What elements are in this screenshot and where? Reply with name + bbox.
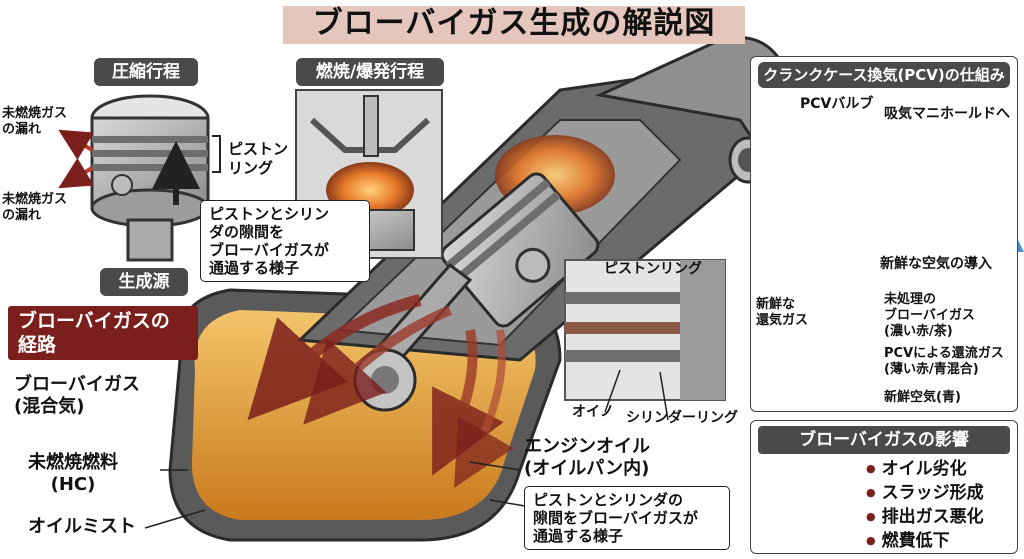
- compression-piston: [58, 94, 210, 262]
- oil-mist-label: オイルミスト: [28, 516, 136, 537]
- impact-title: ブローバイガスの影響: [758, 426, 1010, 454]
- pcv-legend-air: 新鮮空気(青): [884, 390, 961, 405]
- cylinder-ring-label: シリンダーリング: [626, 410, 738, 426]
- compression-leak-bottom: 未燃焼ガス の漏れ: [2, 192, 68, 223]
- pcv-valve-label: PCVバルブ: [800, 96, 874, 112]
- unburned-fuel-label: 未燃焼燃料 (HC): [28, 452, 118, 495]
- piston-ring-label: ピストンリング: [604, 261, 702, 277]
- to-manifold-label: 吸気マニホールドへ: [884, 106, 1010, 122]
- impact-item: 燃費低下: [866, 530, 984, 554]
- ring-detail-art: [564, 259, 726, 401]
- impact-item: 排出ガス悪化: [866, 506, 984, 530]
- fresh-air-intake-label: 新鮮な空気の導入: [880, 256, 992, 272]
- compression-leak-top: 未燃焼ガス の漏れ: [2, 106, 68, 137]
- title-band: [283, 6, 745, 44]
- compression-ring-label: ピストン リング: [228, 140, 289, 177]
- blowby-mix-label: ブローバイガス (混合気): [14, 374, 140, 417]
- pcv-legend-untreated: 未処理の ブローバイガス (濃い赤/茶): [884, 292, 975, 339]
- impact-list: オイル劣化 スラッジ形成 排出ガス悪化 燃費低下: [866, 458, 984, 554]
- pcv-legend-fresh: 新鮮な 還気ガス: [756, 297, 809, 328]
- blowby-arrow-2: [303, 305, 452, 425]
- callout-gap-bottom: ピストンとシリンダの 隙間をブローバイガスが 通過する様子: [524, 486, 730, 550]
- pcv-panel: [750, 56, 1018, 412]
- combustion-title: 燃焼/爆発行程: [296, 58, 444, 86]
- blowby-arrow-1: [247, 294, 422, 421]
- impact-item: オイル劣化: [866, 458, 984, 482]
- pcv-title: クランクケース換気(PCV)の仕組み: [758, 62, 1010, 88]
- engine-oil-label: エンジンオイル (オイルパン内): [524, 436, 650, 479]
- source-label: 生成源: [100, 268, 188, 296]
- compression-title: 圧縮行程: [94, 58, 198, 86]
- page-title: ブローバイガス生成の解説図: [312, 6, 716, 41]
- blowby-arrow-4: [454, 329, 514, 488]
- callout-gap-top: ピストンとシリン ダの隙間を ブローバイガスが 通過する様子: [200, 200, 370, 282]
- oino-label: オイノ: [572, 404, 614, 420]
- blowby-route-label: ブローバイガスの 経路: [8, 306, 198, 360]
- impact-item: スラッジ形成: [866, 482, 984, 506]
- pcv-legend-recirc: PCVによる還流ガス (薄い赤/青混合): [884, 346, 1004, 377]
- piston: [440, 172, 600, 328]
